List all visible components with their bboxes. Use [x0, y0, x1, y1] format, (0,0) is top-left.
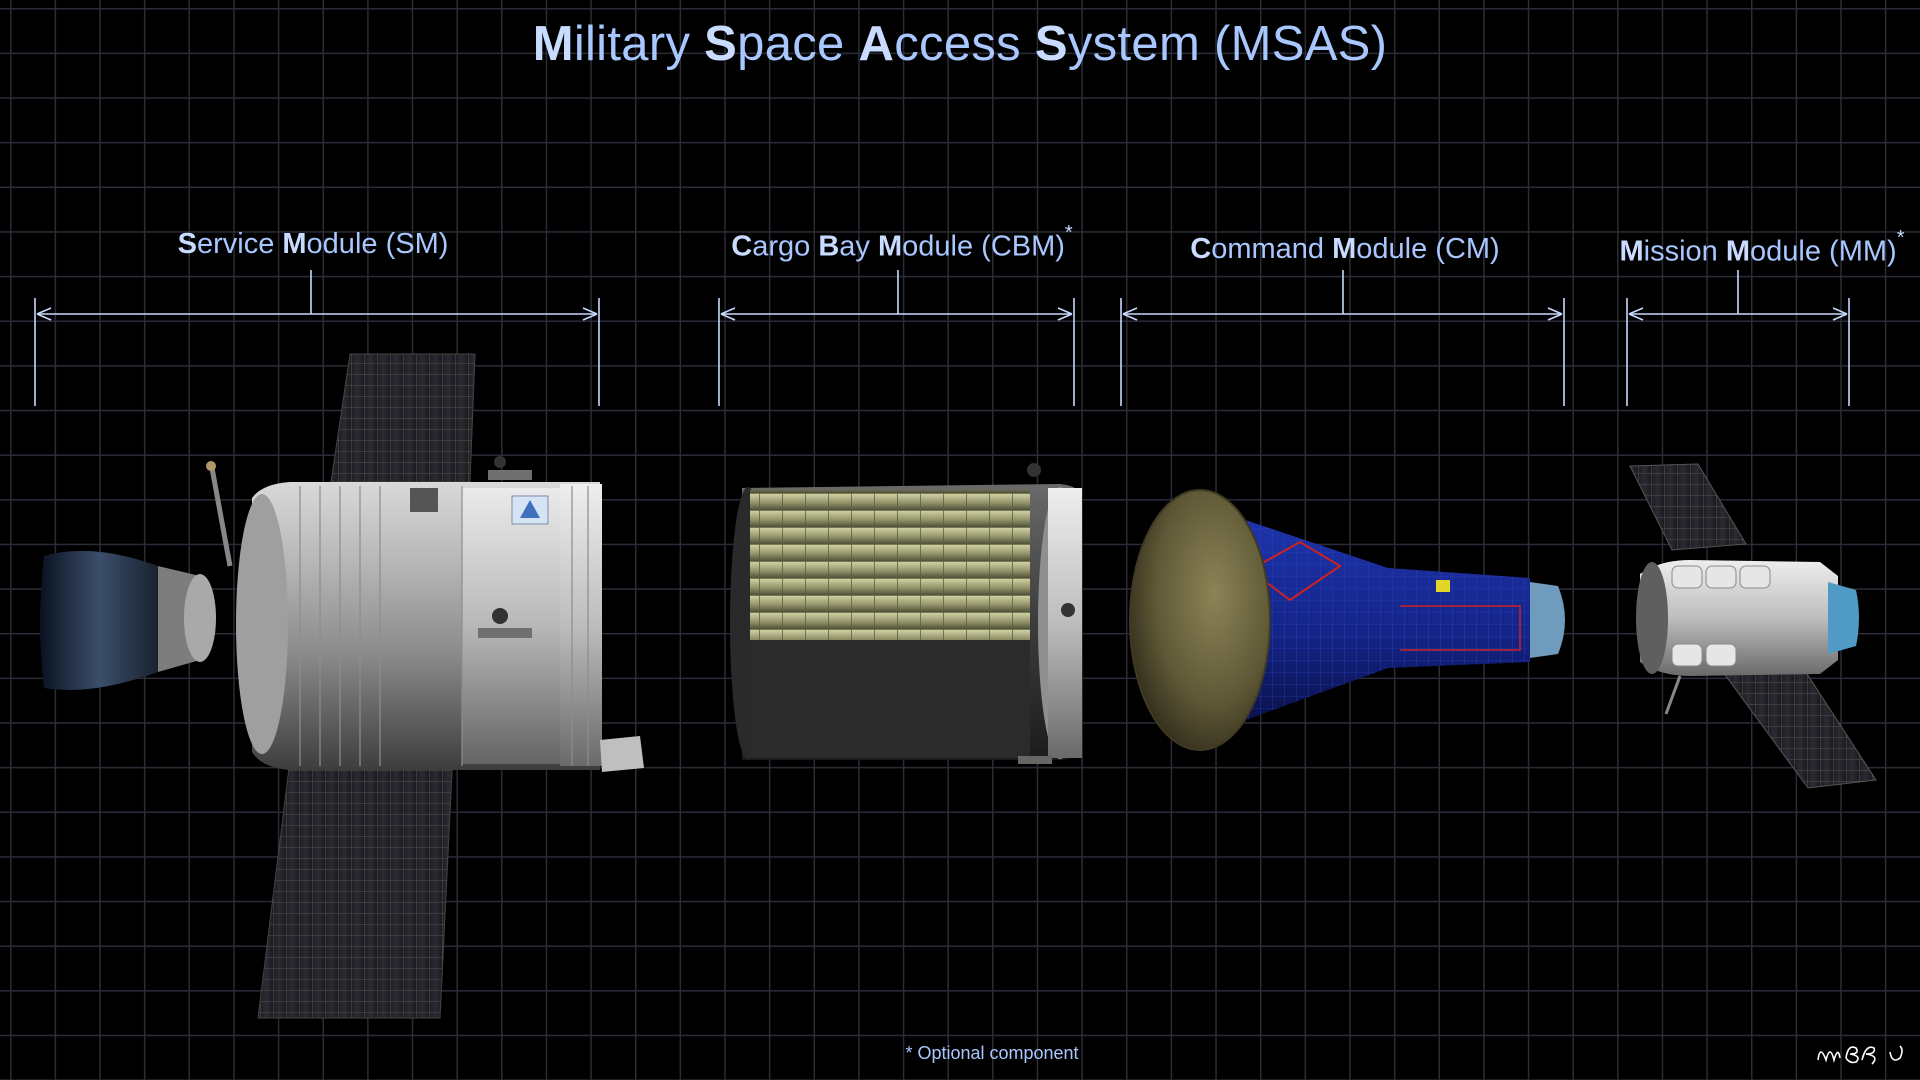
dimension-lines: [35, 270, 1849, 406]
engine-nozzle: [40, 551, 158, 690]
cargo-bay-module-illustration: [730, 463, 1082, 764]
nose-cap: [1530, 582, 1565, 658]
service-module-illustration: [40, 354, 644, 1018]
mission-module-illustration: [1630, 464, 1876, 788]
hatch-marker: [1436, 580, 1450, 592]
mission-module-body: [1640, 560, 1838, 676]
docking-port: [1828, 582, 1859, 654]
solar-panel: [258, 752, 453, 1018]
command-module-illustration: [1130, 490, 1565, 750]
solar-panel: [331, 354, 475, 482]
solar-panel: [1630, 464, 1746, 550]
cargo-bay-interior: [750, 490, 1030, 640]
solar-panel: [1720, 660, 1876, 788]
footnote: * Optional component: [0, 1043, 1920, 1064]
antenna: [212, 468, 230, 566]
